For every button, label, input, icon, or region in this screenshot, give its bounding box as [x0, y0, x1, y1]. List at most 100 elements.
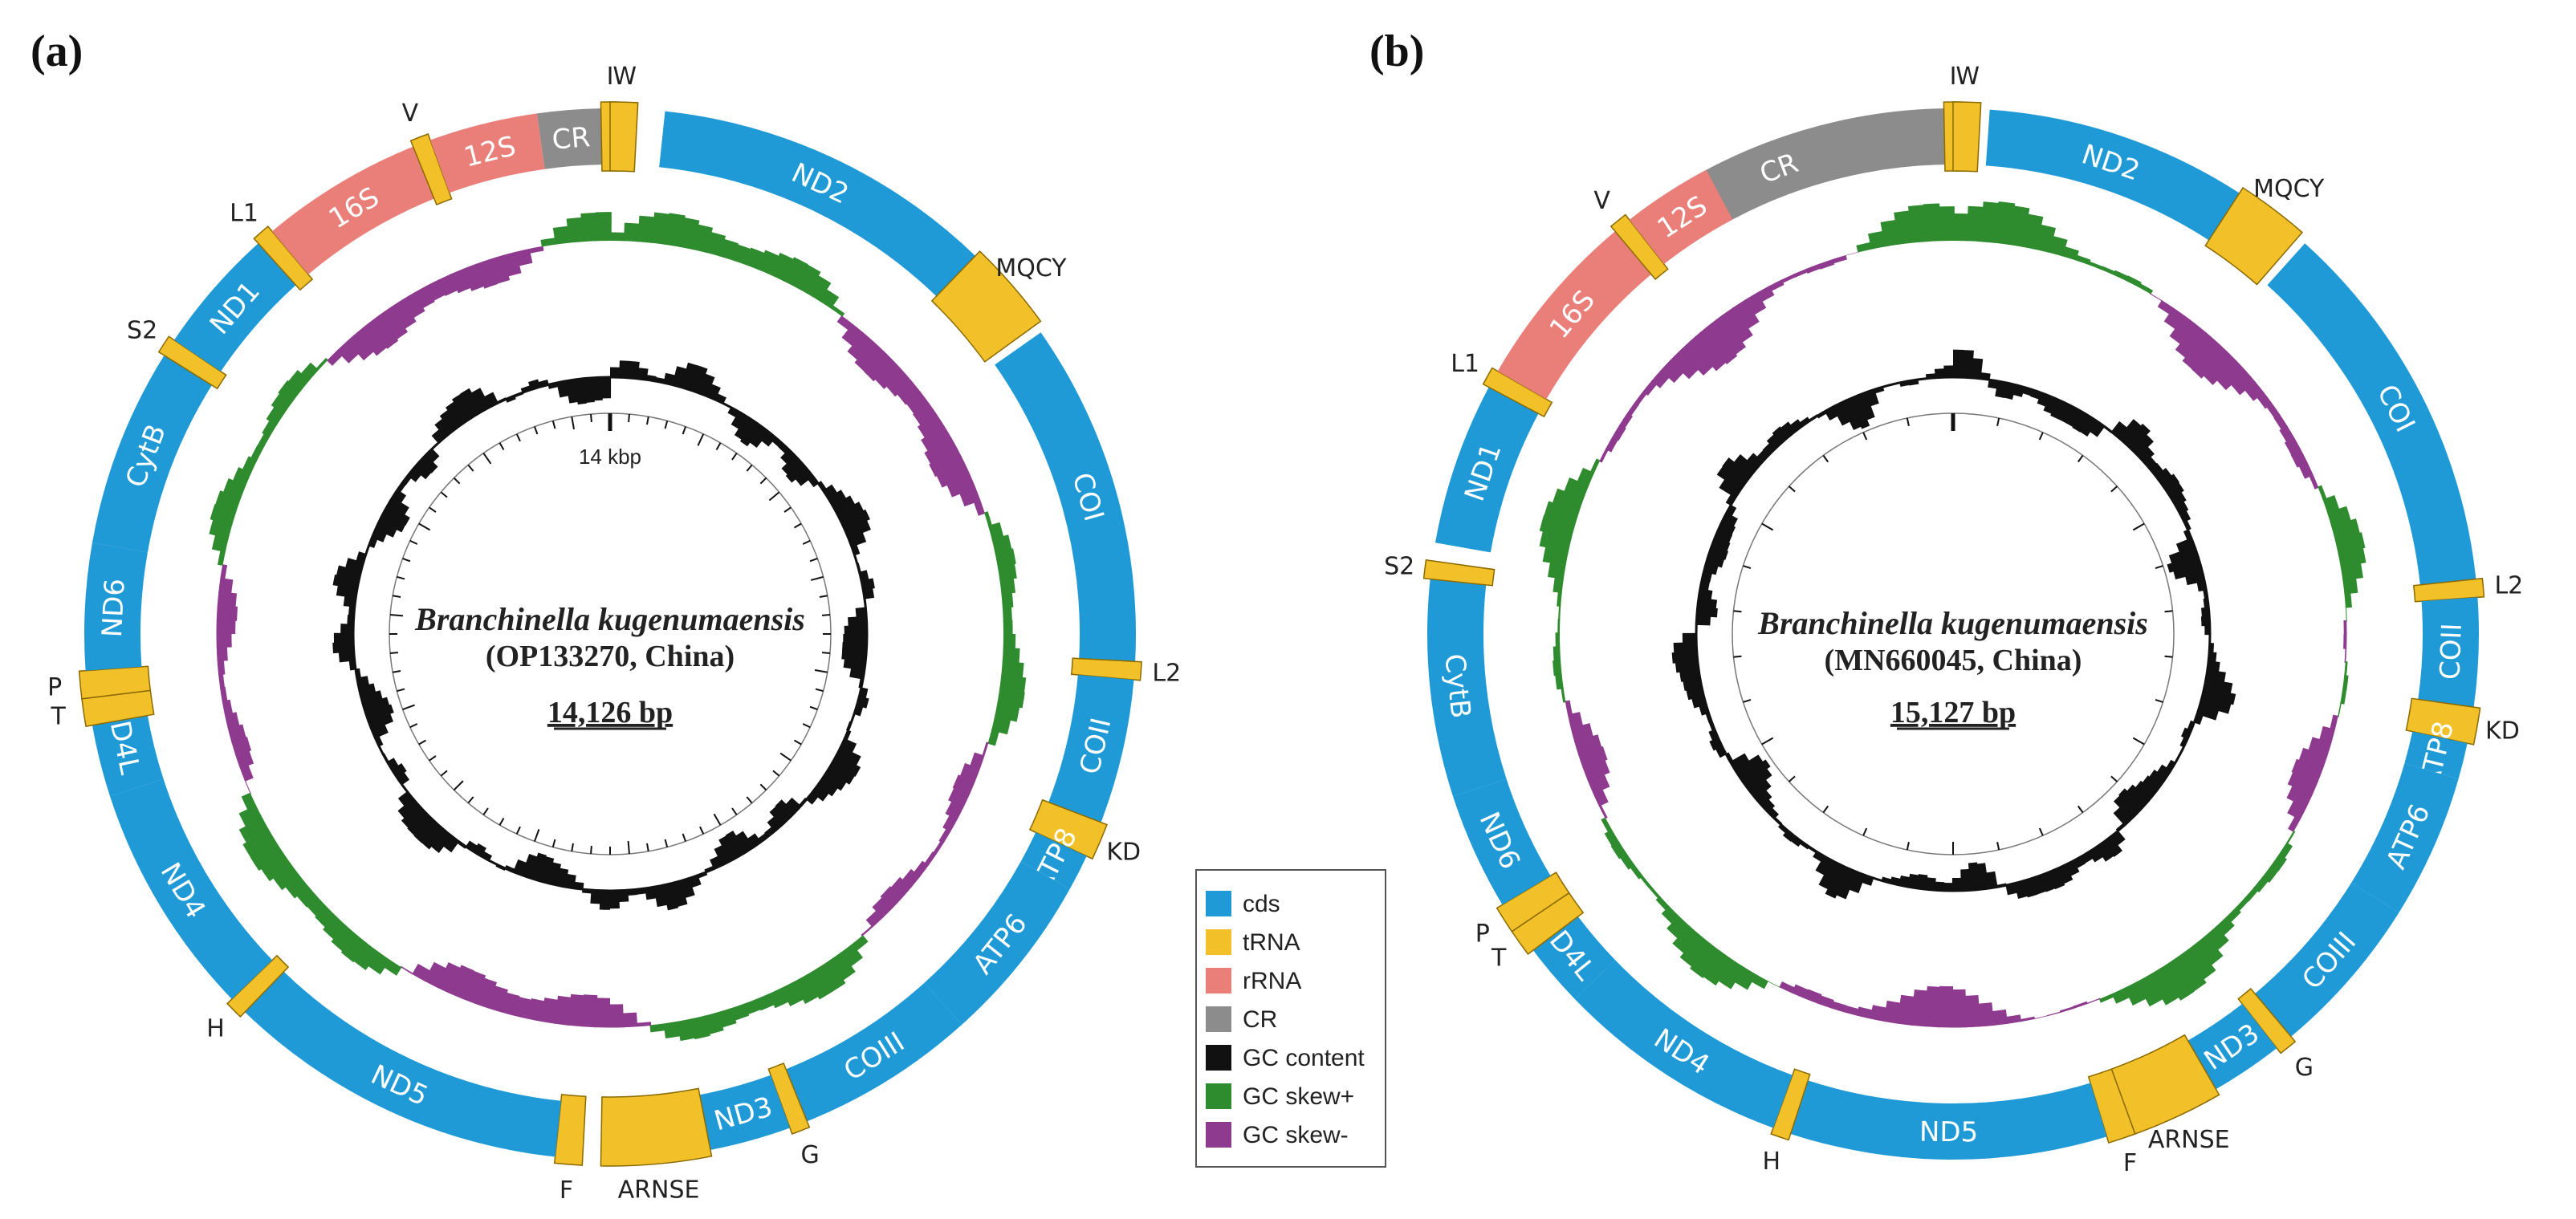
gc-skew-bin	[1897, 994, 1915, 1026]
gc-skew-bin	[1604, 829, 1620, 847]
gc-content-bin	[364, 704, 394, 722]
gc-skew-bin	[1660, 360, 1684, 384]
gc-content-bin	[832, 754, 861, 777]
scale-tick	[499, 442, 505, 451]
gc-skew-bin	[1767, 980, 1781, 989]
gc-skew-bin	[880, 886, 903, 908]
gc-content-bin	[610, 367, 621, 378]
gc-content-bin	[368, 536, 378, 549]
gc-skew-bin	[982, 742, 989, 758]
trna-label-l2: L2	[2494, 571, 2523, 599]
gc-skew-bin	[1911, 989, 1928, 1027]
gene-segment-p	[1496, 872, 1570, 933]
gc-content-bin	[843, 658, 866, 671]
gc-skew-bin	[1980, 201, 2000, 243]
scale-tick	[2110, 486, 2118, 493]
trna-label-mqcy: MQCY	[995, 254, 1067, 282]
gc-skew-bin	[231, 736, 252, 756]
legend-swatch-gc-skew-	[1206, 1122, 1231, 1148]
gc-skew-bin	[936, 461, 971, 488]
gc-skew-bin	[1544, 501, 1580, 526]
scale-tick	[814, 668, 828, 673]
gc-content-bin	[672, 366, 687, 388]
gc-skew-bin	[2262, 865, 2279, 884]
gc-skew-bin	[2182, 332, 2218, 370]
gc-skew-bin	[969, 752, 985, 770]
gc-skew-bin	[2191, 341, 2228, 379]
gc-skew-bin	[287, 370, 310, 392]
gene-segment-h	[1770, 1068, 1811, 1141]
gc-content-bin	[434, 418, 453, 437]
scale-tick	[1996, 842, 2000, 851]
gc-skew-bin	[2278, 842, 2293, 859]
gc-skew-bin	[568, 993, 585, 1027]
gc-content-bin	[397, 798, 420, 819]
gc-content-bin	[1708, 545, 1729, 560]
gc-skew-bin	[2273, 413, 2288, 431]
gc-skew-bin	[913, 860, 929, 878]
gc-skew-bin	[378, 307, 409, 340]
scale-tick	[759, 477, 767, 485]
gene-segment-l2	[2413, 577, 2485, 603]
scale-ticks-a	[389, 412, 832, 855]
gc-skew-bin	[847, 332, 875, 361]
gc-content-bin	[336, 565, 361, 581]
trna-label-f: F	[2123, 1149, 2137, 1177]
gc-skew-bin	[1610, 841, 1627, 859]
trna-label-w: W	[1955, 63, 1980, 91]
gc-skew-bin	[2033, 1015, 2049, 1020]
gc-skew-bin	[2345, 606, 2347, 622]
gc-content-bin	[739, 421, 763, 447]
gc-content-bin	[836, 502, 865, 522]
scale-tick	[815, 688, 824, 693]
gc-skew-bin	[400, 965, 414, 975]
gene-label-nd6: ND6	[96, 578, 132, 638]
gc-content-bin	[1725, 494, 1736, 506]
gc-skew-bin	[924, 851, 937, 867]
panel-a: (a) CRIND2MQCYCOIL2COIIKDATP8ATP6COIIIGN…	[31, 26, 1181, 1205]
scale-tick	[467, 464, 474, 472]
scale-tick	[590, 845, 592, 855]
gc-skew-bin	[1666, 916, 1691, 940]
gc-skew-bin	[651, 212, 671, 246]
gc-content-bin	[2126, 784, 2151, 807]
gc-content-bin	[2166, 482, 2184, 499]
gc-content-bin	[2048, 868, 2065, 890]
gc-skew-bin	[938, 827, 951, 844]
gc-skew-bin	[863, 351, 895, 382]
gc-content-bin	[2167, 554, 2201, 573]
gc-skew-bin	[1923, 203, 1941, 242]
gc-content-bin	[1799, 841, 1810, 850]
gc-skew-bin	[2203, 351, 2238, 385]
gc-content-bin	[863, 587, 875, 599]
gc-skew-bin	[1679, 340, 1714, 376]
gc-content-bin	[383, 504, 410, 526]
gc-content-bin	[1726, 504, 1737, 517]
scale-tick	[1761, 737, 1774, 746]
gc-skew-bin	[260, 852, 292, 882]
gene-segment-arnse	[600, 1087, 713, 1167]
gc-skew-bin	[331, 924, 358, 953]
gc-content-bin	[1815, 855, 1833, 876]
gc-skew-bin	[2298, 461, 2314, 479]
gc-skew-bin	[1634, 390, 1648, 406]
gc-content-bin	[735, 831, 755, 853]
gc-skew-bin	[2319, 725, 2335, 744]
gc-skew-bin	[984, 511, 993, 527]
gc-skew-bin	[1648, 885, 1661, 900]
gc-content-bin	[2175, 537, 2196, 553]
legend-label-rrna: rRNA	[1243, 968, 1301, 994]
gc-skew-bin	[2340, 689, 2347, 705]
gc-skew-bin	[1734, 966, 1756, 990]
gc-skew-bin	[315, 906, 337, 928]
gc-skew-bin	[2160, 960, 2195, 1001]
gc-skew-bin	[1555, 632, 1561, 648]
gene-segment-nd6	[84, 542, 148, 671]
gc-skew-bin	[1938, 985, 1953, 1028]
legend-label-trna: tRNA	[1243, 929, 1300, 956]
gc-content-bin	[836, 746, 861, 766]
gc-skew-bin	[2061, 246, 2079, 261]
scale-tick	[515, 433, 521, 442]
trna-label-kd: KD	[2485, 717, 2520, 746]
